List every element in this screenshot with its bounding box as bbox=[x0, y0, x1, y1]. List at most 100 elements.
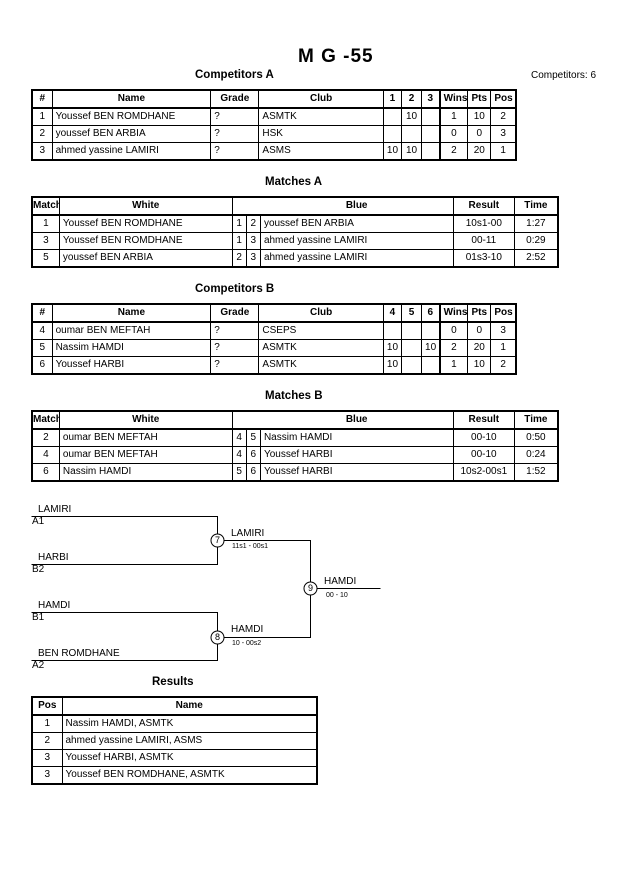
cell: 3 bbox=[31, 232, 60, 250]
cell: 2 bbox=[490, 356, 517, 375]
match-9-marker bbox=[303, 581, 318, 596]
table-row: 5 youssef BEN ARBIA 2 3 ahmed yassine LA… bbox=[31, 249, 559, 268]
col-header: Result bbox=[452, 410, 515, 430]
table-row: 4 oumar BEN MEFTAH 4 6 Youssef HARBI 00-… bbox=[31, 446, 559, 464]
cell: 01s3-10 bbox=[452, 249, 515, 268]
results-heading: Results bbox=[152, 676, 194, 688]
cell: 6 bbox=[245, 463, 261, 482]
cell: 00-11 bbox=[452, 232, 515, 250]
cell: Youssef HARBI, ASMTK bbox=[61, 749, 318, 767]
table-row: 2 youssef BEN ARBIA ? HSK 0 0 3 bbox=[31, 125, 517, 143]
table-row: 6 Nassim HAMDI 5 6 Youssef HARBI 10s2-00… bbox=[31, 463, 559, 482]
col-header: White bbox=[58, 410, 233, 430]
cell: 5 bbox=[31, 339, 53, 357]
col-header: Match bbox=[31, 410, 60, 430]
final-winner: HAMDI bbox=[324, 576, 357, 587]
matches-b-heading: Matches B bbox=[265, 390, 323, 402]
col-header: Pos bbox=[31, 696, 63, 716]
bracket-slot-1-seed: A1 bbox=[32, 516, 45, 527]
cell: ASMTK bbox=[258, 339, 384, 357]
table-row: 5 Nassim HAMDI ? ASMTK 10 10 2 20 1 bbox=[31, 339, 517, 357]
cell: 1 bbox=[490, 339, 517, 357]
cell: 3 bbox=[490, 125, 517, 143]
col-header bbox=[246, 410, 261, 430]
table-row: 2 ahmed yassine LAMIRI, ASMS bbox=[31, 732, 318, 750]
table-row: 3 Youssef BEN ROMDHANE 1 3 ahmed yassine… bbox=[31, 232, 559, 250]
cell: 1 bbox=[490, 142, 517, 161]
col-header: Wins bbox=[438, 89, 469, 109]
competitors-count: Competitors: 6 bbox=[531, 70, 597, 81]
match-8-marker bbox=[210, 630, 225, 645]
cell: 2 bbox=[31, 428, 60, 447]
col-header bbox=[246, 196, 261, 216]
cell: HSK bbox=[258, 125, 384, 143]
semi-2-winner: HAMDI bbox=[231, 624, 264, 635]
cell: 2 bbox=[31, 125, 53, 143]
bracket-slot-4-name: BEN ROMDHANE bbox=[38, 648, 120, 659]
results-table: Pos Name 1 Nassim HAMDI, ASMTK 2 ahmed y… bbox=[31, 696, 318, 785]
cell: Nassim HAMDI, ASMTK bbox=[61, 714, 318, 733]
semi-1-winner: LAMIRI bbox=[231, 528, 265, 539]
col-header bbox=[231, 410, 247, 430]
col-header: Blue bbox=[260, 196, 454, 216]
table-header-row: Match White Blue Result Time bbox=[31, 196, 559, 216]
table-header-row: Pos Name bbox=[31, 696, 318, 716]
cell: 4 bbox=[31, 446, 60, 464]
cell: 0:29 bbox=[513, 232, 559, 250]
cell: 3 bbox=[31, 749, 63, 767]
cell: 20 bbox=[467, 339, 492, 357]
cell: 20 bbox=[467, 142, 492, 161]
cell: 5 bbox=[31, 249, 60, 268]
bracket-slot-2-name: HARBI bbox=[38, 552, 69, 563]
table-row: 3 ahmed yassine LAMIRI ? ASMS 10 10 2 20… bbox=[31, 142, 517, 161]
table-row: 2 oumar BEN MEFTAH 4 5 Nassim HAMDI 00-1… bbox=[31, 428, 559, 447]
col-header: 5 bbox=[400, 303, 423, 323]
table-header-row: # Name Grade Club 4 5 6 Wins Pts Pos bbox=[31, 303, 517, 323]
col-header: Pos bbox=[490, 303, 517, 323]
cell: 3 bbox=[245, 232, 261, 250]
table-header-row: # Name Grade Club 1 2 3 Wins Pts Pos bbox=[31, 89, 517, 109]
cell: 3 bbox=[31, 142, 53, 161]
col-header: Grade bbox=[210, 89, 260, 109]
table-row: 4 oumar BEN MEFTAH ? CSEPS 0 0 3 bbox=[31, 321, 517, 340]
bracket-slot-3-name: HAMDI bbox=[38, 600, 71, 611]
semi-2-score: 10 - 00s2 bbox=[232, 640, 262, 647]
cell: 10 bbox=[400, 142, 423, 161]
col-header: 2 bbox=[400, 89, 423, 109]
cell: 3 bbox=[31, 766, 63, 785]
cell: ? bbox=[210, 339, 260, 357]
table-header-row: Match White Blue Result Time bbox=[31, 410, 559, 430]
competitors-a-heading: Competitors A bbox=[195, 69, 274, 81]
cell: 3 bbox=[245, 249, 261, 268]
cell: ? bbox=[210, 356, 260, 375]
bracket-slot-2-seed: B2 bbox=[32, 564, 45, 575]
col-header: # bbox=[31, 303, 53, 323]
bracket-slot-4-seed: A2 bbox=[32, 660, 45, 671]
cell: ahmed yassine LAMIRI, ASMS bbox=[61, 732, 318, 750]
cell bbox=[400, 125, 423, 143]
page-title: M G -55 bbox=[298, 46, 374, 67]
table-row: 1 Youssef BEN ROMDHANE 1 2 youssef BEN A… bbox=[31, 214, 559, 233]
cell: 4 bbox=[31, 321, 53, 340]
cell bbox=[400, 339, 423, 357]
match-7-number: 7 bbox=[214, 535, 220, 545]
table-row: 6 Youssef HARBI ? ASMTK 10 1 10 2 bbox=[31, 356, 517, 375]
table-row: 1 Nassim HAMDI, ASMTK bbox=[31, 714, 318, 733]
cell: ahmed yassine LAMIRI bbox=[259, 249, 454, 268]
cell: Youssef BEN ROMDHANE, ASMTK bbox=[61, 766, 318, 785]
competitors-a-table: # Name Grade Club 1 2 3 Wins Pts Pos 1 Y… bbox=[31, 89, 517, 161]
competitors-b-table: # Name Grade Club 4 5 6 Wins Pts Pos 4 o… bbox=[31, 303, 517, 375]
cell: ahmed yassine LAMIRI bbox=[259, 232, 454, 250]
cell: 6 bbox=[31, 356, 53, 375]
col-header: Grade bbox=[210, 303, 260, 323]
match-8-number: 8 bbox=[214, 632, 220, 642]
cell: 1:52 bbox=[513, 463, 559, 482]
cell: Youssef HARBI bbox=[259, 446, 454, 464]
col-header bbox=[231, 196, 247, 216]
cell: 00-10 bbox=[452, 446, 515, 464]
col-header: Name bbox=[61, 696, 318, 716]
cell: Youssef HARBI bbox=[259, 463, 454, 482]
cell: ? bbox=[210, 125, 260, 143]
cell: 0 bbox=[467, 125, 492, 143]
